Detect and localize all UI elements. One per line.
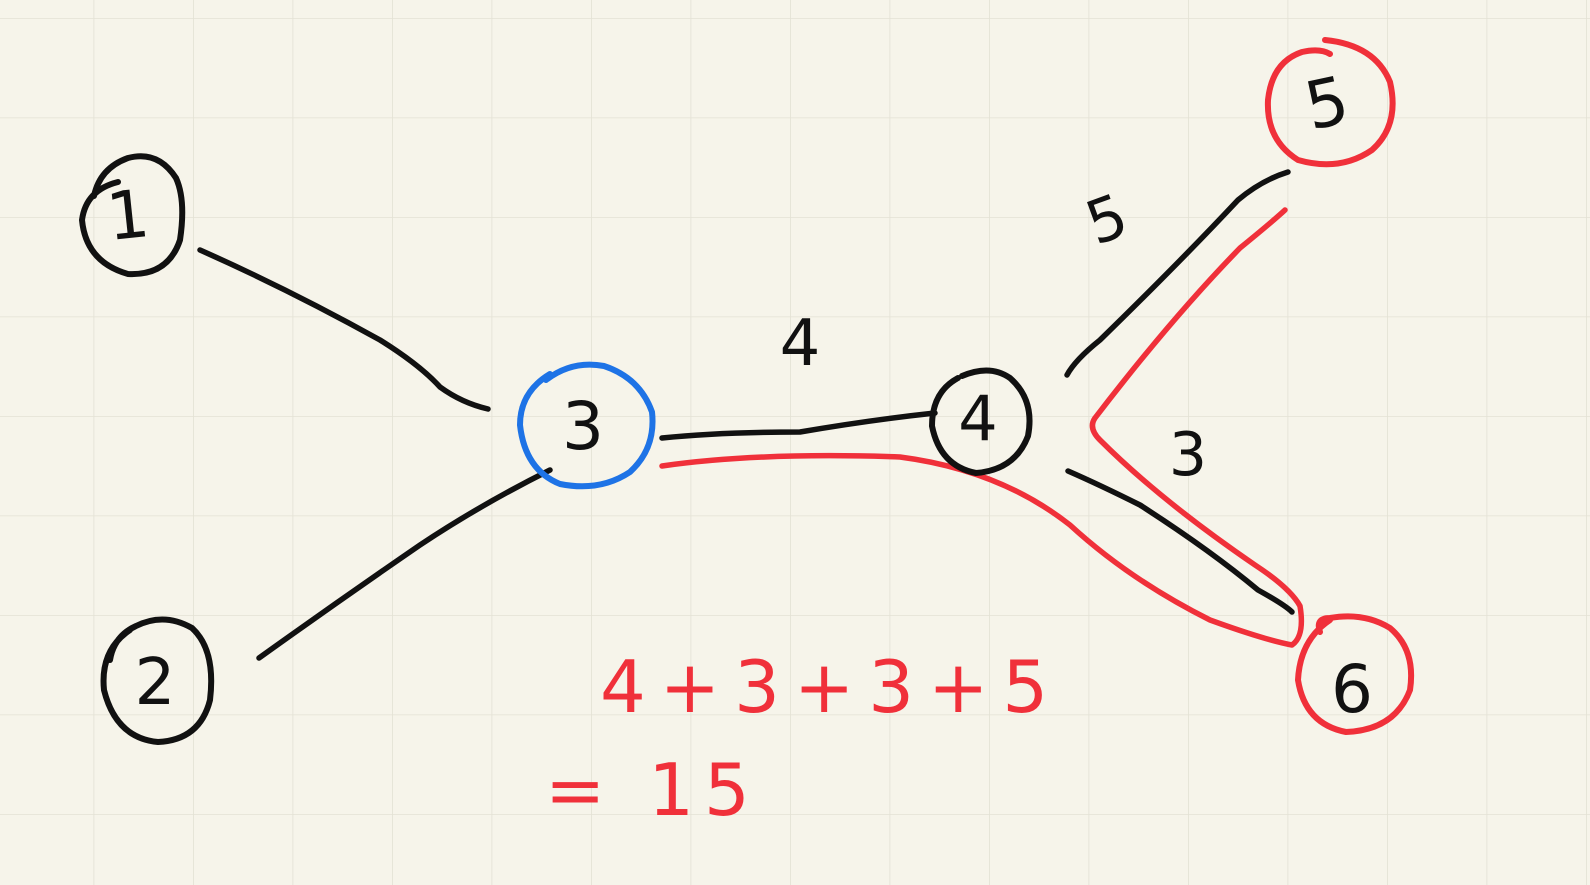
edge-4-6 — [1065, 468, 1295, 615]
node-3-label: 3 — [562, 388, 604, 465]
node-3-ring — [517, 361, 656, 490]
calculation-expression: 4+3+3+5 — [600, 645, 1062, 729]
node-4-label: 4 — [958, 382, 997, 455]
highlighted-path — [659, 207, 1305, 648]
calculation: 4+3+3+5 = 15 — [545, 645, 1062, 832]
node-5-ring — [1264, 37, 1396, 168]
node-rings — [79, 37, 1415, 745]
edge-4-5 — [1064, 169, 1291, 378]
edge-weight-3-4: 4 — [780, 307, 821, 381]
node-labels: 1 2 3 4 5 6 — [103, 61, 1373, 728]
node-2-ring — [100, 616, 215, 745]
node-2-label: 2 — [135, 646, 176, 720]
edges — [197, 169, 1295, 661]
edge-2-3 — [256, 467, 553, 661]
node-6-ring — [1295, 613, 1415, 735]
node-4-ring — [929, 367, 1033, 476]
edge-3-4 — [659, 410, 938, 441]
calculation-result: = 15 — [545, 748, 760, 832]
edge-weight-4-6: 3 — [1169, 420, 1207, 490]
node-1-label: 1 — [103, 175, 153, 256]
highlight-3-to-6 — [659, 207, 1305, 648]
edge-1-3 — [197, 247, 491, 412]
edge-weights: 4 5 3 — [780, 181, 1207, 490]
node-6-label: 6 — [1331, 651, 1373, 728]
node-1-ring — [79, 153, 186, 278]
